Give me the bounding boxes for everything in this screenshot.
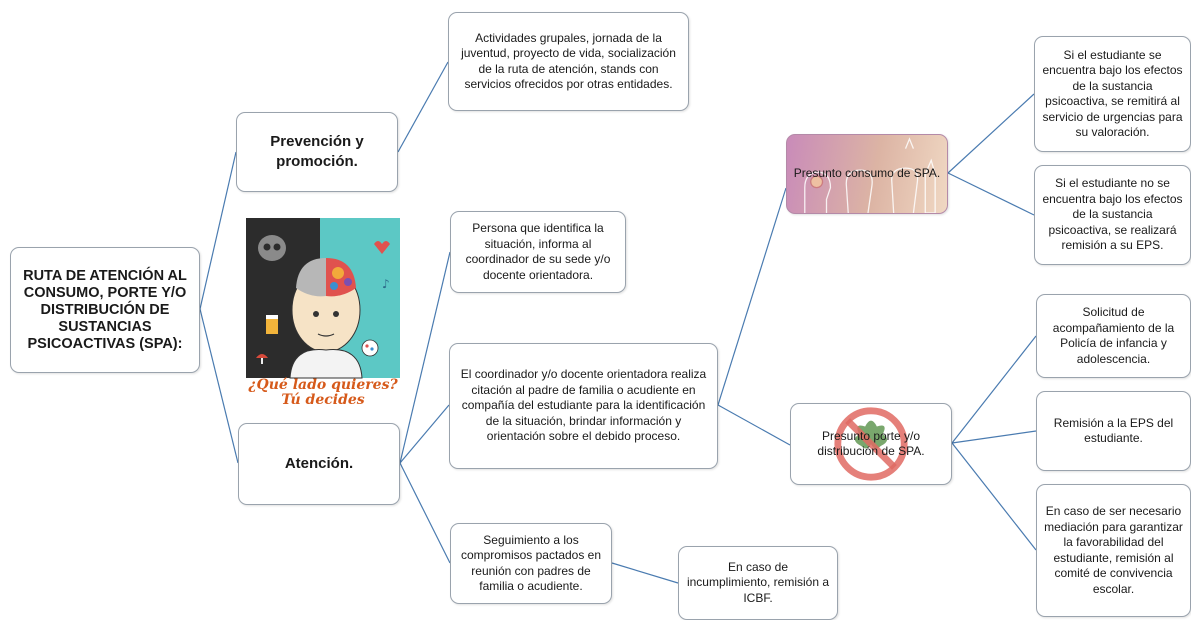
porte-outcome-eps: Remisión a la EPS del estudiante. — [1036, 391, 1191, 471]
atencion-step-incumplimiento: En caso de incumplimiento, remisión a IC… — [678, 546, 838, 620]
connector-root-prevencion — [199, 151, 237, 310]
connector-consumo-efectos — [947, 93, 1035, 174]
connector-atencion-identifica — [399, 251, 451, 464]
connector-porte-policia — [951, 335, 1037, 444]
prevencion-detail: Actividades grupales, jornada de la juve… — [448, 12, 689, 111]
atencion-step-identifica: Persona que identifica la situación, inf… — [450, 211, 626, 293]
poster-illustration: ♪ — [246, 218, 400, 414]
consumo-outcome-no-efectos: Si el estudiante no se encuentra bajo lo… — [1034, 165, 1191, 265]
atencion-step-coordinador: El coordinador y/o docente orientadora r… — [449, 343, 718, 469]
consumo-label: Presunto consumo de SPA. — [793, 166, 941, 181]
connector-coordinador-consumo — [717, 187, 787, 406]
svg-text:♪: ♪ — [382, 277, 390, 291]
connector-root-atencion — [199, 308, 239, 464]
atencion-step-seguimiento: Seguimiento a los compromisos pactados e… — [450, 523, 612, 604]
poster-image: ♪ ¿Qué lado quieres? Tú decides — [246, 218, 400, 414]
connector-atencion-seguimiento — [399, 462, 451, 564]
atencion-label: Atención. — [284, 455, 354, 472]
consumo-outcome-efectos-text: Si el estudiante se encuentra bajo los e… — [1042, 47, 1183, 140]
atencion-step-seguimiento-text: Seguimiento a los compromisos pactados e… — [460, 532, 602, 594]
atencion-step-identifica-text: Persona que identifica la situación, inf… — [465, 221, 611, 282]
connector-atencion-coordinador — [399, 404, 450, 464]
porte-outcome-mediacion: En caso de ser necesario mediación para … — [1036, 484, 1191, 617]
porte-label: Presunto porte y/o distribución de SPA. — [817, 428, 925, 459]
porte-outcome-policia: Solicitud de acompañamiento de la Policí… — [1036, 294, 1191, 378]
connector-porte-mediacion — [951, 442, 1037, 551]
prevencion-detail-text: Actividades grupales, jornada de la juve… — [461, 30, 676, 92]
atencion-step-incumplimiento-text: En caso de incumplimiento, remisión a IC… — [686, 559, 830, 605]
atencion-node: Atención. — [238, 423, 400, 505]
consumo-outcome-efectos: Si el estudiante se encuentra bajo los e… — [1034, 36, 1191, 152]
root-node: RUTA DE ATENCIÓN AL CONSUMO, PORTE Y/O D… — [10, 247, 200, 373]
atencion-step-coordinador-text: El coordinador y/o docente orientadora r… — [460, 367, 707, 444]
connector-prevencion-detail — [397, 61, 449, 153]
prevencion-label: Prevención y promoción. — [270, 133, 364, 170]
consumo-illustration — [804, 137, 936, 213]
connector-seguimiento-incumplimiento — [611, 562, 679, 584]
root-label: RUTA DE ATENCIÓN AL CONSUMO, PORTE Y/O D… — [23, 267, 187, 352]
connector-porte-eps — [951, 430, 1037, 444]
consumo-outcome-no-efectos-text: Si el estudiante no se encuentra bajo lo… — [1042, 176, 1183, 253]
consumo-node: Presunto consumo de SPA. — [786, 134, 948, 214]
porte-outcome-policia-text: Solicitud de acompañamiento de la Policí… — [1052, 305, 1175, 366]
prevencion-node: Prevención y promoción. — [236, 112, 398, 192]
porte-outcome-eps-text: Remisión a la EPS del estudiante. — [1053, 415, 1174, 446]
prohibited-icon — [834, 407, 908, 481]
porte-node: Presunto porte y/o distribución de SPA. — [790, 403, 952, 485]
poster-caption: ¿Qué lado quieres? Tú decides — [248, 377, 398, 408]
porte-outcome-mediacion-text: En caso de ser necesario mediación para … — [1044, 504, 1183, 596]
connector-consumo-no-efectos — [947, 172, 1035, 216]
connector-coordinador-porte — [717, 404, 791, 446]
